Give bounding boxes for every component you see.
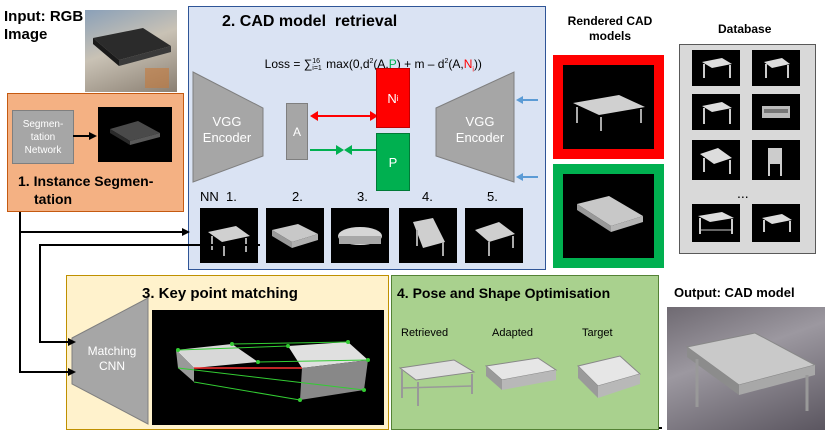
pose-shape-title: 4. Pose and Shape Optimisation	[397, 285, 611, 301]
anchor-negative-arrow	[310, 111, 378, 121]
db-item-7	[692, 204, 740, 242]
keypoint-matching-title: 3. Key point matching	[142, 285, 298, 302]
nn-thumbnail-1	[200, 208, 258, 263]
nn-label-4: 4.	[422, 189, 433, 204]
rendered-to-encoder-arrow-top	[516, 96, 538, 104]
nn-thumbnail-5	[465, 208, 523, 263]
database-ellipsis: ...	[737, 185, 749, 201]
db-item-1	[692, 50, 740, 86]
db-item-2	[752, 50, 800, 86]
vgg-encoder-right-label: VGG Encoder	[455, 114, 505, 145]
segmented-mask-image	[98, 107, 172, 162]
anchor-positive-arrows	[310, 145, 378, 155]
retrieved-model	[398, 359, 476, 406]
matching-cnn-label: Matching CNN	[87, 344, 137, 373]
instance-segmentation-title: 1. Instance Segmen- tation	[18, 173, 154, 207]
input-label: Input: RGB Image	[4, 8, 84, 43]
adapted-model	[484, 357, 558, 390]
nn-thumbnail-3	[331, 208, 389, 263]
nn-label-5: 5.	[487, 189, 498, 204]
retrieved-label: Retrieved	[401, 327, 449, 339]
keypoint-matching-image	[152, 310, 384, 425]
segmentation-network-box: Segmen-tation Network	[12, 110, 74, 164]
rendered-cad-title: Rendered CAD models	[567, 14, 653, 43]
cad-retrieval-title: 2. CAD model retrieval	[222, 13, 398, 30]
pose-shape-panel	[391, 275, 659, 430]
target-model	[577, 355, 642, 398]
nn-thumbnail-2	[266, 208, 324, 263]
rendered-negative-model	[563, 65, 654, 149]
db-item-4	[752, 94, 800, 130]
output-label: Output: CAD model	[674, 285, 795, 300]
vgg-encoder-right	[435, 71, 515, 183]
adapted-label: Adapted	[492, 327, 533, 339]
vgg-encoder-left	[192, 71, 264, 183]
db-item-6	[752, 140, 800, 180]
matching-cnn-shape	[71, 297, 149, 425]
target-label: Target	[582, 327, 613, 339]
rendered-to-encoder-arrow-bottom	[516, 173, 538, 181]
positive-box: P	[376, 133, 410, 191]
database-title: Database	[718, 22, 772, 36]
input-rgb-image	[85, 10, 177, 92]
vgg-encoder-left-label: VGG Encoder	[202, 114, 252, 145]
nn-thumbnail-4	[399, 208, 457, 263]
db-item-5	[692, 140, 740, 180]
nn-label-1: NN 1.	[200, 189, 237, 204]
output-cad-image	[667, 307, 825, 430]
rendered-positive-model	[563, 174, 654, 258]
db-item-8	[752, 204, 800, 242]
anchor-box: A	[286, 103, 308, 160]
nn-label-2: 2.	[292, 189, 303, 204]
db-item-3	[692, 94, 740, 130]
nn-label-3: 3.	[357, 189, 368, 204]
